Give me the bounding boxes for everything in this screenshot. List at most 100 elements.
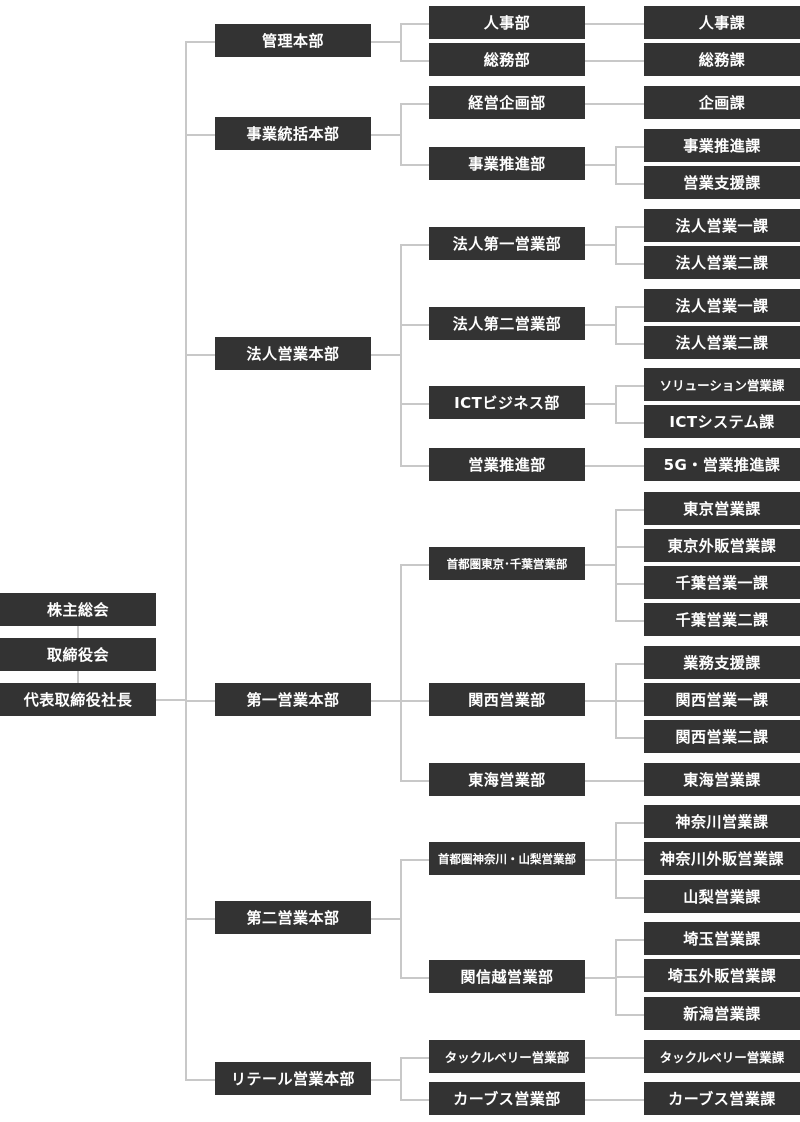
department-branch bbox=[400, 858, 429, 861]
department-trunk bbox=[400, 243, 402, 467]
department-to-section-line bbox=[585, 563, 615, 566]
department-box: タックルベリー営業部 bbox=[429, 1040, 585, 1073]
division-box: 管理本部 bbox=[215, 24, 371, 57]
department-branch bbox=[400, 779, 429, 782]
department-to-section-line bbox=[585, 858, 615, 861]
department-box: 東海営業部 bbox=[429, 763, 585, 796]
section-trunk bbox=[615, 821, 617, 899]
section-branch bbox=[615, 545, 644, 548]
section-trunk bbox=[615, 938, 617, 1016]
department-box: 法人第二営業部 bbox=[429, 307, 585, 340]
section-box: カーブス営業課 bbox=[644, 1082, 800, 1115]
section-branch bbox=[615, 699, 644, 702]
department-branch bbox=[400, 563, 429, 566]
department-trunk bbox=[400, 1056, 402, 1101]
department-branch bbox=[400, 163, 429, 166]
department-box: 関信越営業部 bbox=[429, 960, 585, 993]
department-to-section-line bbox=[585, 402, 615, 405]
section-branch bbox=[615, 182, 644, 185]
division-box: 第二営業本部 bbox=[215, 901, 371, 934]
section-branch bbox=[615, 938, 644, 941]
division-branch bbox=[185, 699, 215, 702]
section-box: 企画課 bbox=[644, 86, 800, 119]
governance-box-board: 取締役会 bbox=[0, 638, 156, 671]
section-box: 千葉営業一課 bbox=[644, 566, 800, 599]
section-trunk bbox=[615, 225, 617, 265]
section-branch bbox=[615, 1013, 644, 1016]
section-box: 法人営業一課 bbox=[644, 209, 800, 242]
section-box: ソリューション営業課 bbox=[644, 368, 800, 401]
department-to-section-line bbox=[585, 102, 644, 105]
section-box: 山梨営業課 bbox=[644, 880, 800, 913]
department-branch bbox=[400, 402, 429, 405]
section-box: 東京営業課 bbox=[644, 492, 800, 525]
department-branch bbox=[400, 1098, 429, 1101]
division-branch bbox=[185, 917, 215, 920]
department-to-section-line bbox=[585, 59, 644, 62]
section-box: 神奈川営業課 bbox=[644, 805, 800, 838]
department-box: ICTビジネス部 bbox=[429, 386, 585, 419]
division-branch bbox=[185, 1078, 215, 1081]
division-trunk bbox=[185, 40, 187, 1081]
section-branch bbox=[615, 145, 644, 148]
division-to-department-line bbox=[371, 917, 400, 920]
department-to-section-line bbox=[585, 22, 644, 25]
governance-connector bbox=[77, 671, 79, 683]
section-box: 千葉営業二課 bbox=[644, 603, 800, 636]
department-box: 人事部 bbox=[429, 6, 585, 39]
section-branch bbox=[615, 342, 644, 345]
section-branch bbox=[615, 736, 644, 739]
division-box: 法人営業本部 bbox=[215, 337, 371, 370]
division-box: 第一営業本部 bbox=[215, 683, 371, 716]
department-trunk bbox=[400, 858, 402, 979]
division-to-department-line bbox=[371, 40, 400, 43]
section-branch bbox=[615, 384, 644, 387]
section-box: 総務課 bbox=[644, 43, 800, 76]
department-box: 事業推進部 bbox=[429, 147, 585, 180]
department-branch bbox=[400, 59, 429, 62]
department-box: 関西営業部 bbox=[429, 683, 585, 716]
department-to-section-line bbox=[585, 323, 615, 326]
section-branch bbox=[615, 662, 644, 665]
department-trunk bbox=[400, 102, 402, 166]
department-branch bbox=[400, 243, 429, 246]
section-box: 東海営業課 bbox=[644, 763, 800, 796]
section-box: 法人営業二課 bbox=[644, 326, 800, 359]
section-box: 業務支援課 bbox=[644, 646, 800, 679]
department-to-section-line bbox=[585, 1098, 644, 1101]
governance-box-shareholders: 株主総会 bbox=[0, 593, 156, 626]
section-box: タックルベリー営業課 bbox=[644, 1040, 800, 1073]
department-branch bbox=[400, 323, 429, 326]
governance-connector bbox=[77, 626, 79, 638]
section-box: 人事課 bbox=[644, 6, 800, 39]
section-trunk bbox=[615, 384, 617, 424]
section-trunk bbox=[615, 305, 617, 345]
section-box: 埼玉外販営業課 bbox=[644, 959, 800, 992]
section-box: 法人営業一課 bbox=[644, 289, 800, 322]
department-box: 経営企画部 bbox=[429, 86, 585, 119]
section-trunk bbox=[615, 662, 617, 739]
section-branch bbox=[615, 305, 644, 308]
department-box: 法人第一営業部 bbox=[429, 227, 585, 260]
department-branch bbox=[400, 976, 429, 979]
section-trunk bbox=[615, 145, 617, 185]
department-branch bbox=[400, 1056, 429, 1059]
department-to-section-line bbox=[585, 976, 615, 979]
section-box: 新潟営業課 bbox=[644, 997, 800, 1030]
section-box: 関西営業一課 bbox=[644, 683, 800, 716]
governance-box-president: 代表取締役社長 bbox=[0, 683, 156, 716]
department-box: 首都圏東京･千葉営業部 bbox=[429, 547, 585, 580]
division-to-department-line bbox=[371, 699, 400, 702]
section-box: ICTシステム課 bbox=[644, 405, 800, 438]
division-to-department-line bbox=[371, 1078, 400, 1081]
department-to-section-line bbox=[585, 464, 644, 467]
department-box: 営業推進部 bbox=[429, 448, 585, 481]
department-branch bbox=[400, 699, 429, 702]
section-branch bbox=[615, 225, 644, 228]
department-to-section-line bbox=[585, 699, 615, 702]
department-to-section-line bbox=[585, 1056, 644, 1059]
section-box: 事業推進課 bbox=[644, 129, 800, 162]
section-box: 埼玉営業課 bbox=[644, 922, 800, 955]
division-branch bbox=[185, 133, 215, 136]
department-box: カーブス営業部 bbox=[429, 1082, 585, 1115]
